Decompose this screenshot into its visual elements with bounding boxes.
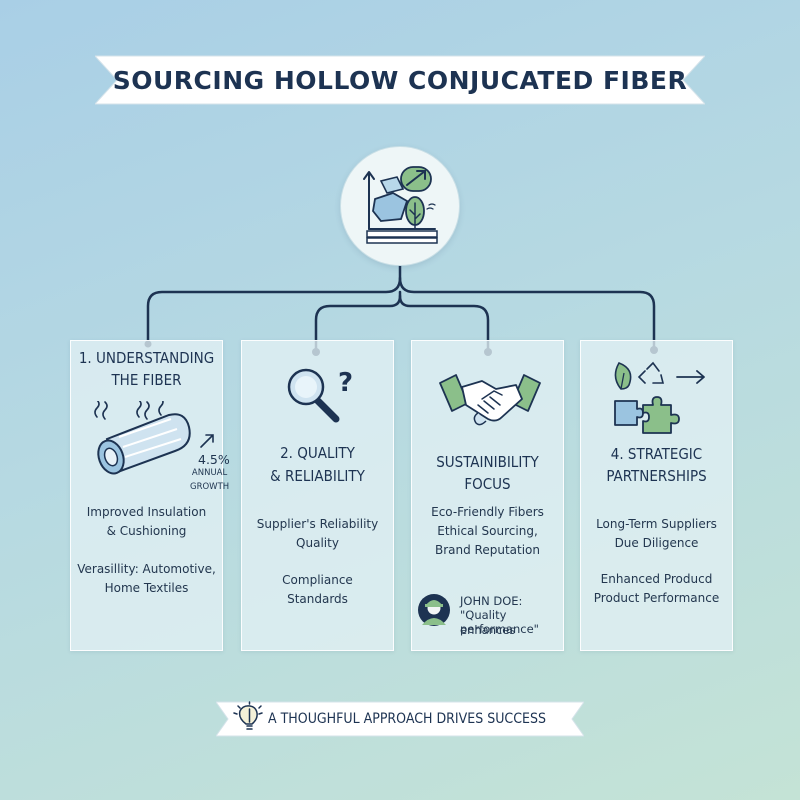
card-3-title-line2: FOCUS	[464, 475, 511, 493]
svg-text:?: ?	[338, 368, 353, 398]
magnifier-question-icon: ?	[287, 368, 353, 423]
card-strategic-partnerships: 4. STRATEGIC PARTNERSHIPS Long-Term Supp…	[580, 340, 733, 651]
lightbulb-icon	[233, 701, 263, 730]
fiber-roll-icon	[94, 401, 214, 475]
card-3-point1-line3: Brand Reputation	[434, 543, 540, 557]
card-understanding-fiber: 1. UNDERSTANDING THE FIBER Improved Insu…	[70, 340, 223, 651]
card-3-point1-line2: Ethical Sourcing,	[437, 524, 538, 538]
card-2-point2-line2: Standards	[287, 592, 348, 606]
card-quality-reliability: ? 2. QUALITY & RELIABILITY Supplier's Re…	[241, 340, 394, 651]
bottom-banner: A THOUGHFUL APPROACH DRIVES SUCCESS	[216, 700, 584, 738]
banner-text: A THOUGHFUL APPROACH DRIVES SUCCESS	[268, 711, 546, 727]
growth-label: ANNUAL GROWTH	[190, 466, 229, 494]
card-2-title-line2: & RELIABILITY	[270, 467, 365, 485]
leaf-recycle-puzzle-icon	[614, 361, 705, 434]
handshake-icon	[439, 374, 541, 426]
growth-landscape-icon	[363, 166, 438, 244]
card-1-title-line2: THE FIBER	[111, 371, 182, 389]
card-4-title-line2: PARTNERSHIPS	[606, 467, 707, 485]
card-1-title-line1: 1. UNDERSTANDING	[78, 349, 215, 367]
card-sustainability-focus: SUSTAINIBILITY FOCUS Eco-Friendly Fibers…	[411, 340, 564, 651]
quote-line2: performance"	[460, 622, 539, 636]
card-4-point2-line1: Enhanced Producd	[600, 572, 713, 586]
card-4-title-line1: 4. STRATEGIC	[610, 445, 703, 463]
card-1-point1-line2: & Cushioning	[106, 524, 187, 538]
card-1-point2-line1: Verasillity: Automotive,	[77, 562, 216, 576]
growth-label-line1: ANNUAL	[191, 468, 228, 478]
card-2-point2-line1: Compliance	[282, 573, 353, 587]
card-3-title-line1: SUSTAINIBILITY	[436, 453, 539, 471]
card-2-point1-line2: Quality	[296, 536, 339, 550]
growth-label-line2: GROWTH	[190, 482, 230, 492]
banner-shape	[216, 701, 584, 737]
hub-circle	[340, 146, 460, 266]
ribbon-shape	[95, 55, 705, 105]
growth-value: 4.5%	[198, 452, 230, 467]
quote-line1: "Quality enhances	[460, 608, 516, 637]
card-4-point1-line2: Due Diligence	[614, 536, 699, 550]
card-1-point2-line2: Home Textiles	[104, 581, 189, 595]
card-4-point1-line1: Long-Term Suppliers	[596, 517, 717, 531]
card-2-title-line1: 2. QUALITY	[280, 444, 355, 462]
card-3-point1-line1: Eco-Friendly Fibers	[431, 505, 544, 519]
avatar-worker-icon	[418, 594, 450, 626]
title-ribbon: SOURCING HOLLOW CONJUCATED FIBER	[95, 52, 705, 108]
card-2-point1-line1: Supplier's Reliability	[256, 517, 379, 531]
card-4-point2-line2: Product Performance	[593, 591, 720, 605]
page-title: SOURCING HOLLOW CONJUCATED FIBER	[112, 65, 688, 95]
quote-author: JOHN DOE:	[460, 594, 523, 608]
card-1-point1-line1: Improved Insulation	[86, 505, 207, 519]
